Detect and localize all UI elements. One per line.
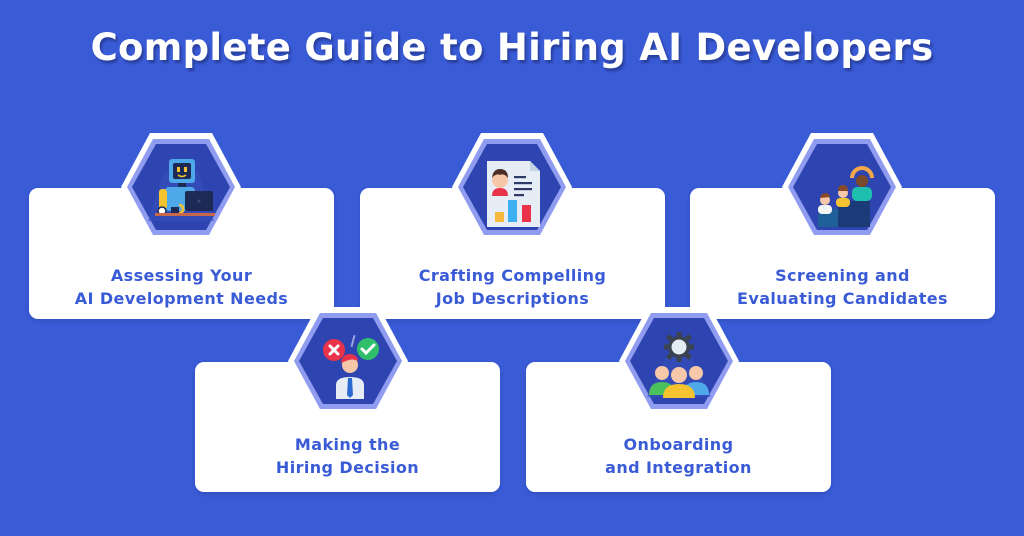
step-card-crafting: Crafting Compelling Job Descriptions bbox=[360, 188, 665, 319]
hex-badge-hiring-decision bbox=[286, 305, 410, 417]
step-label-line1: Screening and bbox=[775, 266, 910, 285]
step-label-line1: Crafting Compelling bbox=[418, 266, 607, 285]
step-label-line2: AI Development Needs bbox=[74, 289, 289, 308]
step-label-line1: Assessing Your bbox=[110, 266, 253, 285]
step-label-line2: and Integration bbox=[605, 458, 752, 477]
step-label-line2: Hiring Decision bbox=[275, 458, 420, 477]
hex-badge-screening bbox=[780, 131, 904, 243]
team-gear-icon bbox=[649, 332, 709, 398]
hex-badge-crafting bbox=[450, 131, 574, 243]
hex-badge-onboarding bbox=[617, 305, 741, 417]
candidates-podium-icon bbox=[818, 166, 874, 227]
step-label-line2: Job Descriptions bbox=[435, 289, 590, 308]
resume-document-icon bbox=[487, 161, 540, 227]
robot-at-laptop-icon bbox=[155, 159, 215, 216]
page-title: Complete Guide to Hiring AI Developers bbox=[90, 26, 934, 69]
step-label-line1: Onboarding bbox=[623, 435, 734, 454]
decision-person-icon bbox=[323, 334, 379, 399]
step-label-line1: Making the bbox=[294, 435, 401, 454]
step-label-line2: Evaluating Candidates bbox=[737, 289, 948, 308]
hex-badge-assessing bbox=[119, 131, 243, 243]
